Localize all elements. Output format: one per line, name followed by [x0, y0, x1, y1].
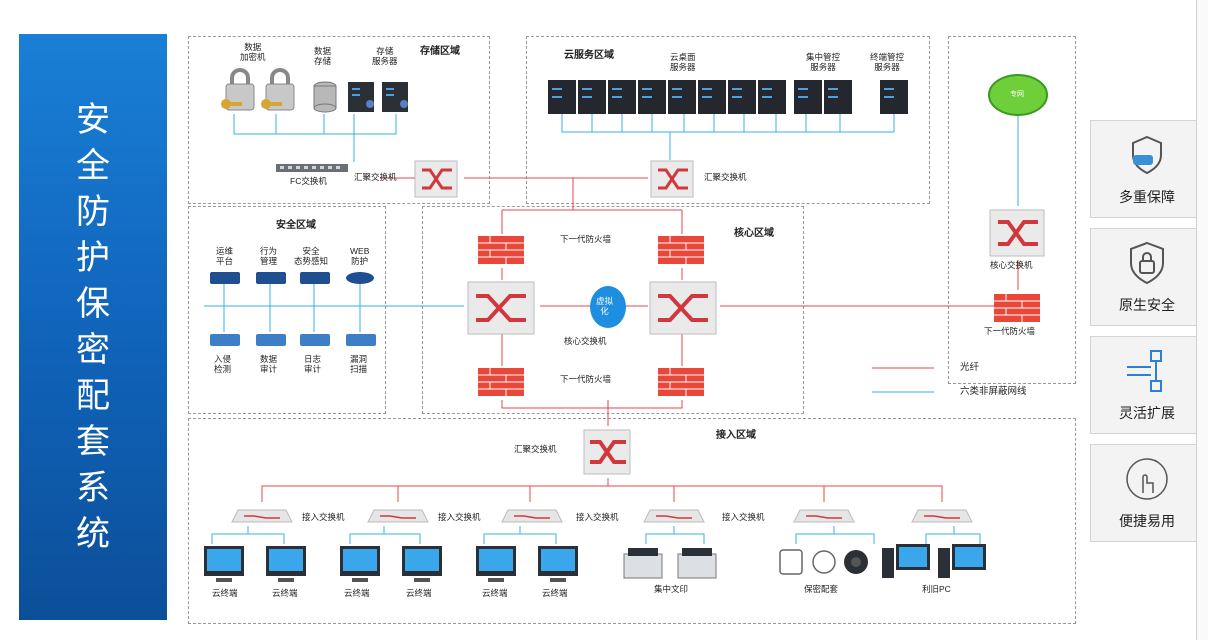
cloud-terminals-icon [204, 546, 578, 582]
secret-label: 保密配套 [804, 584, 839, 594]
private-core-label: 核心交换机 [990, 260, 1033, 270]
access-switch-2-icon [367, 509, 429, 523]
access-switch-5-icon [793, 509, 855, 523]
private-firewall-icon [994, 294, 1040, 322]
old-pc-icon [882, 544, 986, 578]
fc-switch-icon [276, 164, 348, 172]
core-fw-top-left-icon [478, 236, 524, 264]
core-fw-bottom-label: 下一代防火墙 [560, 374, 612, 384]
access-sw4-label: 接入交换机 [722, 512, 765, 522]
access-sw2-label: 接入交换机 [438, 512, 481, 522]
sec-ids-label: 入侵 检测 [214, 354, 232, 374]
feature-1-label: 多重保障 [1119, 189, 1175, 205]
feature-3-label: 灵活扩展 [1119, 405, 1175, 421]
touch-hand-icon [1126, 458, 1168, 500]
fc-switch-label: FC交换机 [290, 176, 327, 186]
private-fw-label: 下一代防火墙 [984, 326, 1036, 336]
core-switch-left-icon [467, 281, 535, 335]
zone-storage-title: 存储区域 [420, 46, 460, 57]
terminal-2-label: 云终端 [272, 588, 298, 598]
legend-fiber-label: 光纤 [960, 362, 980, 373]
sec-behavior-label: 行为 管理 [260, 246, 278, 266]
lock-shield-icon [1130, 241, 1164, 285]
access-sw1-label: 接入交换机 [302, 512, 345, 522]
sec-log-label: 日志 审计 [304, 354, 322, 374]
core-fw-bottom-left-icon [478, 368, 524, 396]
terminal-3-label: 云终端 [344, 588, 370, 598]
zone-core [422, 206, 804, 414]
terminal-4-label: 云终端 [406, 588, 432, 598]
feature-card-2[interactable]: 原生安全 [1090, 228, 1204, 326]
access-agg-switch-icon [583, 429, 631, 475]
feature-card-4[interactable]: 便捷易用 [1090, 444, 1204, 542]
cloud-desktop-label: 云桌面 服务器 [670, 52, 696, 72]
sec-scan-label: 漏洞 扫描 [350, 354, 368, 374]
connection-lines [204, 114, 1019, 544]
zone-security-title: 安全区域 [276, 220, 316, 231]
network-diagram: 存储区域 云服务区域 安全区域 核心区域 接入区域 [184, 34, 1076, 624]
storage-server-icon [348, 82, 408, 112]
sec-web-label: WEB 防护 [350, 246, 370, 266]
sec-audit-label: 数据 审计 [260, 354, 278, 374]
feature-2-label: 原生安全 [1119, 297, 1175, 313]
legend-cat6-label: 六类非屏蔽网线 [960, 386, 1027, 397]
lock-icon [221, 68, 295, 111]
access-switch-4-icon [643, 509, 705, 523]
print-label: 集中文印 [654, 584, 689, 594]
terminal-1-label: 云终端 [212, 588, 238, 598]
encrypt-label: 数据 加密机 [240, 42, 266, 62]
zone-security [188, 206, 386, 414]
private-net-label: 专网 [1010, 91, 1024, 98]
virtual-label: 虚拟 化 [596, 296, 614, 316]
secret-devices-icon [779, 549, 868, 575]
zone-cloud-title: 云服务区域 [564, 50, 614, 61]
access-sw3-label: 接入交换机 [576, 512, 619, 522]
access-switch-1-icon [231, 509, 293, 523]
zone-private [948, 36, 1076, 384]
sec-ops-label: 运维 平台 [216, 246, 234, 266]
access-agg-label: 汇聚交换机 [514, 444, 557, 454]
cloud-server-rack-icon [548, 80, 908, 114]
zone-cloud [526, 36, 930, 204]
database-icon [313, 81, 337, 113]
access-switch-6-icon [911, 509, 973, 523]
cloud-agg-label: 汇聚交换机 [704, 172, 747, 182]
oldpc-label: 利旧PC [922, 584, 951, 594]
core-fw-top-right-icon [658, 236, 704, 264]
banner: 安全防护保密配套系统 [19, 34, 167, 620]
security-top-devices-icon [210, 272, 374, 284]
zone-access [188, 418, 1076, 624]
private-core-switch-icon [989, 209, 1045, 257]
network-extend-icon [1127, 350, 1162, 392]
security-bottom-devices-icon [210, 334, 376, 346]
db-label: 数据 存储 [314, 46, 332, 66]
storage-server-label: 存储 服务器 [372, 46, 398, 66]
storage-agg-switch-icon [414, 160, 458, 198]
storage-agg-label: 汇聚交换机 [354, 172, 397, 182]
sec-situation-label: 安全 态势感知 [294, 246, 329, 266]
zone-storage [188, 36, 490, 204]
core-fw-bottom-right-icon [658, 368, 704, 396]
core-fw-top-label: 下一代防火墙 [560, 234, 612, 244]
banner-title: 安全防护保密配套系统 [76, 100, 110, 554]
terminal-6-label: 云终端 [542, 588, 568, 598]
core-switch-label: 核心交换机 [564, 336, 607, 346]
access-switch-3-icon [501, 509, 563, 523]
feature-4-label: 便捷易用 [1119, 513, 1175, 529]
zone-core-title: 核心区域 [734, 228, 774, 239]
virtualization-icon [590, 286, 626, 328]
shield-car-icon [1132, 135, 1162, 175]
terminal-5-label: 云终端 [482, 588, 508, 598]
feature-card-3[interactable]: 灵活扩展 [1090, 336, 1204, 434]
cloud-agg-switch-icon [650, 160, 694, 198]
core-switch-right-icon [649, 281, 717, 335]
private-net-icon [988, 74, 1048, 116]
feature-card-1[interactable]: 多重保障 [1090, 120, 1204, 218]
right-scroll-edge [1196, 0, 1208, 640]
zone-access-title: 接入区域 [716, 430, 756, 441]
printer-icon [623, 548, 717, 579]
cloud-terminal-label: 终端管控 服务器 [870, 52, 905, 72]
cloud-mgmt-label: 集中管控 服务器 [806, 52, 841, 72]
